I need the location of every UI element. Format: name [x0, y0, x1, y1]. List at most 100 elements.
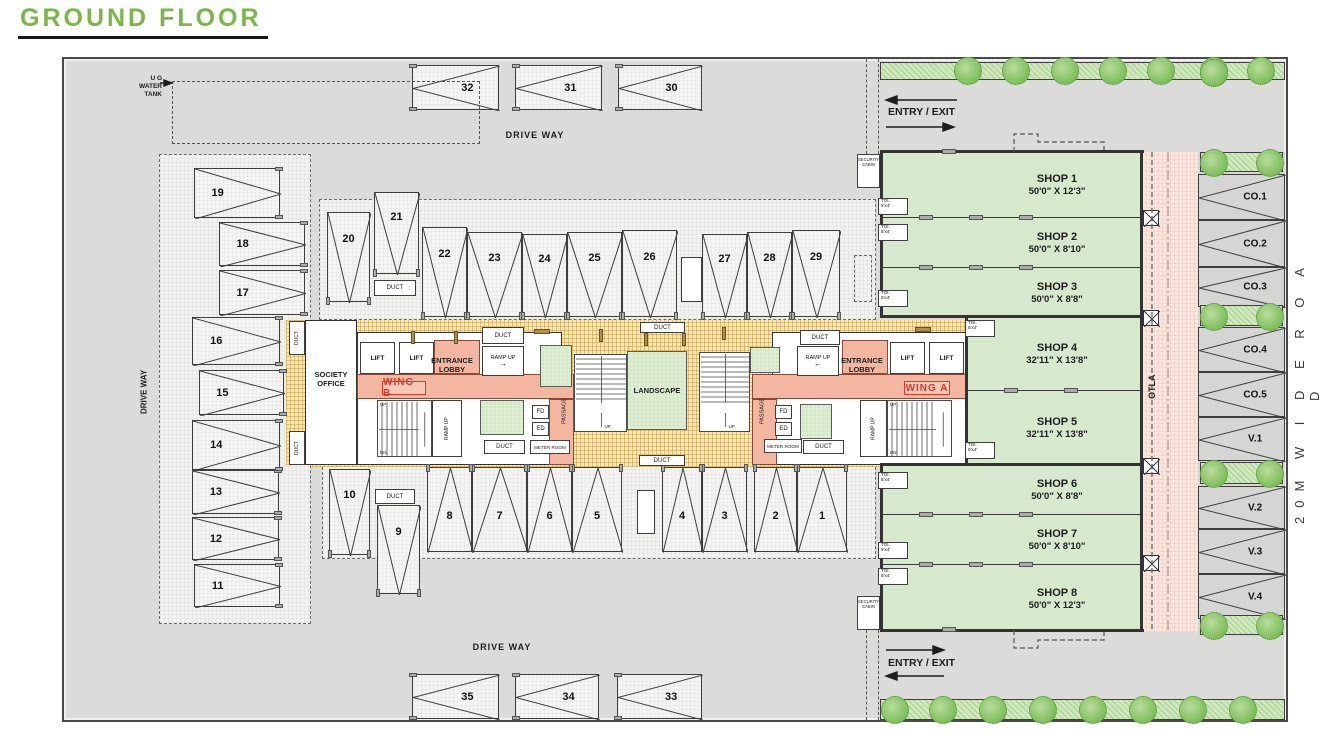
wheel-stop-tick: [469, 464, 473, 472]
shop-wall: [880, 315, 1144, 318]
shop-size: 50'0" X 12'3": [1028, 599, 1086, 611]
ramp-up-room: RAMP UP: [860, 400, 887, 457]
wheel-stop-tick: [274, 557, 282, 561]
parking-stall: 6: [527, 467, 573, 553]
wheel-stop-tick: [416, 269, 420, 277]
tree-icon: [929, 696, 957, 724]
otla-label: OTLA: [1147, 374, 1157, 400]
wheel-stop-tick: [279, 369, 287, 373]
lobby-passage-region: [842, 340, 888, 374]
toi-label: TOI.: [881, 198, 890, 203]
entrance-line1: ENTRANCE: [841, 356, 883, 365]
security-cabin: SECURITY CABIN: [857, 596, 880, 630]
toilet-room: TOI. 5'x4': [878, 198, 908, 215]
stall-number: 16: [210, 335, 223, 347]
society-office-label: SOCIETY OFFICE: [305, 364, 357, 394]
stall-number: 26: [643, 250, 656, 263]
stall-label: CO.2: [1243, 238, 1267, 249]
stall-label: CO.4: [1243, 344, 1267, 355]
stall-number: 17: [236, 286, 249, 299]
shop-door-tick: [969, 512, 983, 517]
stall-label: V.2: [1248, 502, 1263, 513]
plinth-tick: [411, 331, 415, 344]
ug-water-tank-outline: [172, 81, 480, 144]
tree-icon: [1099, 57, 1127, 85]
wheel-stop-tick: [326, 297, 330, 305]
tree-icon: [1256, 149, 1284, 177]
parking-stall: 15: [199, 370, 285, 416]
column-marker-icon: [1143, 210, 1161, 228]
shop-door-tick: [969, 215, 983, 220]
parking-stall: 9: [377, 505, 421, 595]
stall-number: 9: [395, 526, 402, 539]
shop-wall: [1140, 150, 1143, 632]
tree-icon: [1256, 302, 1284, 331]
entry-corridor-bottom: [866, 630, 879, 720]
entrance-line2: LOBBY: [848, 365, 876, 374]
wheel-stop-tick: [426, 464, 430, 472]
duct-room: DUCT: [803, 440, 844, 454]
parking-stall: 33: [617, 674, 703, 720]
staircase: UP DN: [887, 400, 952, 457]
shop-door-tick: [1019, 265, 1033, 270]
column-marker-icon: [1143, 310, 1161, 328]
parking-stall: 2: [754, 467, 798, 553]
shop-size: 50'0" X 8'8": [1031, 491, 1083, 502]
shop-door-tick: [969, 562, 983, 567]
tree-icon: [1200, 460, 1228, 488]
stall-label: V.1: [1248, 433, 1263, 445]
stall-number: 23: [488, 251, 501, 264]
parking-stall: 12: [192, 517, 280, 561]
wheel-stop-tick: [376, 589, 380, 597]
tree-icon: [1256, 612, 1284, 640]
entrance-lobby-label: ENTRANCE LOBBY: [832, 354, 892, 376]
plinth-tick: [534, 329, 550, 334]
toi-size: 5'x4': [968, 324, 978, 330]
stall-number: 6: [546, 510, 553, 523]
wheel-stop-tick: [409, 716, 417, 720]
parking-stall: 11: [194, 564, 281, 608]
wheel-stop-tick: [615, 64, 623, 68]
wheel-stop-tick: [524, 464, 528, 472]
wheel-stop-tick: [674, 312, 678, 320]
fd-room: FD: [532, 405, 549, 419]
parking-stall: 20: [327, 212, 371, 303]
duct-room: DUCT: [639, 455, 685, 466]
stall-number: 1: [818, 510, 826, 523]
ramp-up-room: RAMP UP →: [482, 346, 524, 376]
stall-number: 13: [209, 486, 223, 498]
parking-stall: 30: [618, 65, 703, 111]
parking-stall: CO.1: [1198, 174, 1287, 222]
parking-stall: CO.3: [1198, 267, 1287, 309]
toi-size: 5'x4': [881, 294, 891, 300]
stall-number: 2: [772, 510, 779, 523]
wheel-stop-tick: [300, 263, 308, 267]
wheel-stop-tick: [512, 673, 520, 677]
stall-number: 28: [763, 251, 776, 264]
parking-stall: 29: [792, 230, 841, 318]
wheel-stop-tick: [753, 464, 757, 472]
toilet-room: TOI. 5'x4': [965, 442, 995, 459]
toilet-room: TOI. 5'x4': [878, 290, 908, 307]
toi-size: 5'x4': [881, 228, 891, 234]
up-label: UP: [890, 402, 897, 407]
lift-room: LIFT: [360, 342, 395, 374]
parking-stall: 17: [219, 270, 306, 316]
ramp-up-room: RAMP UP: [432, 400, 462, 457]
tree-icon: [1200, 59, 1228, 87]
parking-stall: 5: [572, 467, 623, 553]
lobby-passage-region: [752, 399, 777, 465]
parking-stall: 26: [622, 230, 678, 318]
toilet-room: TOI. 5'x4': [878, 224, 908, 241]
toi-label: TOI.: [968, 442, 977, 447]
shop-door-tick: [1019, 562, 1033, 567]
